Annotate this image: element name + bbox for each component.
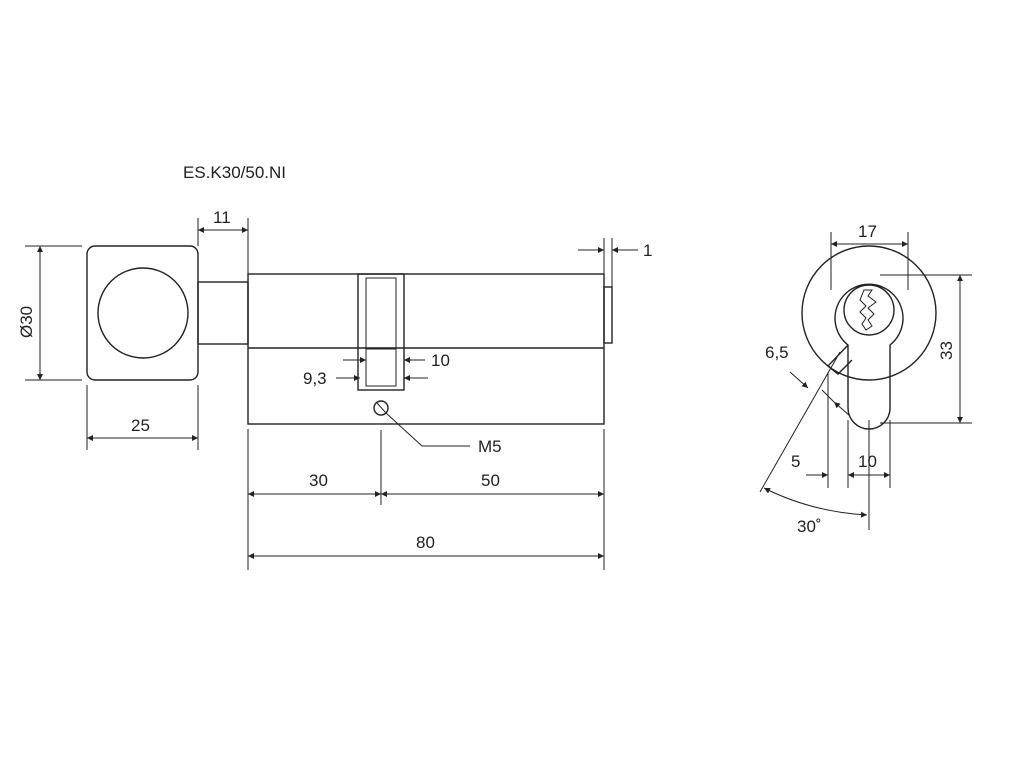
screw-hole-slot: [376, 402, 387, 414]
knob-face: [97, 267, 189, 359]
length-right-label: 50: [481, 471, 500, 490]
end-offset-label: 1: [643, 241, 652, 260]
knob-width-label: 25: [131, 416, 150, 435]
cylinder-end-plug: [603, 286, 613, 344]
screw-hole: [373, 400, 389, 416]
cam-angle-label: 30˚: [797, 517, 822, 536]
knob-spindle: [197, 281, 249, 345]
cam-slot: [357, 273, 405, 391]
cylinder-profile: [834, 283, 904, 430]
width-bottom-label: 10: [858, 452, 877, 471]
m5-leader: [385, 412, 470, 447]
front-outer-rim: [801, 245, 937, 381]
angle-arc: [763, 487, 868, 518]
cam-inner: [365, 277, 397, 387]
length-total-label: 80: [416, 533, 435, 552]
knob-body: [86, 245, 199, 381]
drawing-title: ES.K30/50.NI: [183, 163, 286, 182]
cylinder-body: [247, 273, 605, 425]
cam-width-label: 10: [431, 351, 450, 370]
front-view: 17 33 6,5 5 10 30˚: [759, 222, 972, 536]
angle-leader-a: [759, 351, 841, 493]
key-plug: [843, 284, 895, 336]
width-top-label: 17: [858, 222, 877, 241]
cam-thickness-label: 6,5: [765, 343, 789, 362]
knob-gap-label: 11: [213, 208, 231, 227]
m5-label: M5: [478, 437, 502, 456]
side-view: M5 Ø30 25 11 1 10 9,3: [17, 208, 652, 570]
cam-depth-label: 9,3: [303, 369, 327, 388]
height-label: 33: [937, 341, 956, 360]
keyway: [859, 289, 877, 331]
offset-left-label: 5: [791, 452, 800, 471]
length-left-label: 30: [309, 471, 328, 490]
knob-diameter-label: Ø30: [17, 306, 36, 338]
cam-t-arrow-bottom: [833, 401, 851, 417]
cam-t-arrow-top: [789, 371, 809, 389]
